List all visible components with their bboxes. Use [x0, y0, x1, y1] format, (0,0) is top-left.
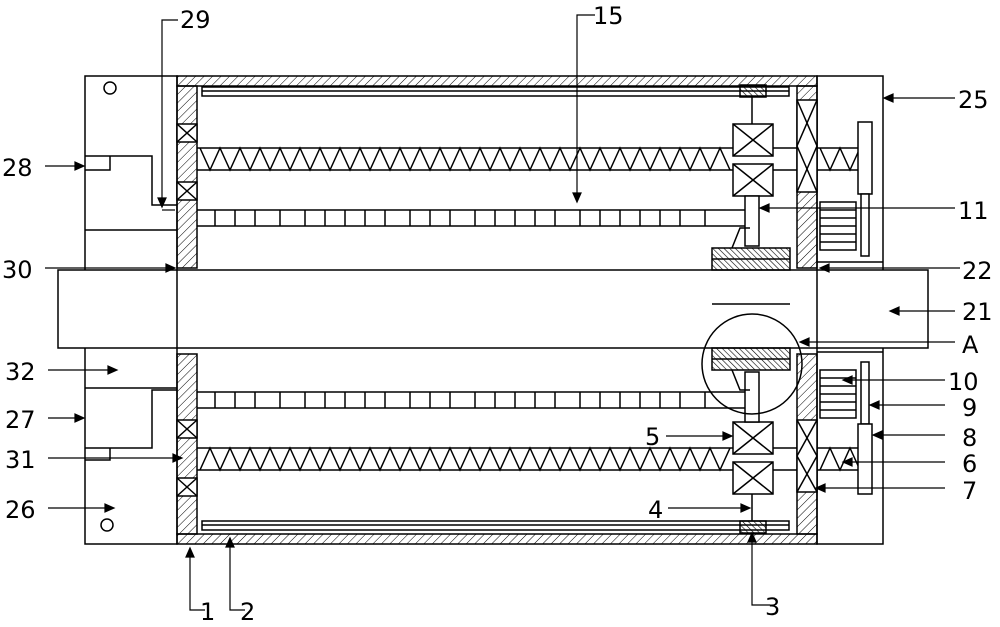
drawing-body	[45, 14, 960, 611]
label-4: 4	[648, 496, 663, 524]
label-8: 8	[962, 424, 977, 452]
upper-clamp-link	[731, 227, 750, 249]
left-hole-top	[103, 81, 117, 95]
label-21: 21	[962, 298, 993, 326]
label-27: 27	[5, 406, 36, 434]
left-upper-drive-block	[85, 155, 177, 206]
housing-bottom-wall	[176, 533, 818, 545]
label-22: 22	[962, 257, 993, 285]
label-30: 30	[2, 256, 33, 284]
lower-brush-rod	[197, 391, 745, 409]
lower-screw-thread	[199, 446, 731, 472]
label-29: 29	[180, 6, 211, 34]
label-6: 6	[962, 450, 977, 478]
left-upper-drive-notch	[85, 156, 111, 171]
label-31: 31	[5, 446, 36, 474]
left-wall-bearings	[176, 123, 198, 497]
right-lower-gear-assembly	[819, 361, 873, 495]
housing-top-wall	[176, 75, 818, 87]
left-hole-bottom	[100, 518, 114, 532]
left-lower-drive-notch	[85, 448, 111, 461]
housing-left-wall-lower	[176, 353, 198, 535]
upper-screw-thread-right	[819, 146, 861, 172]
upper-screw-thread	[199, 146, 731, 172]
upper-strut	[744, 195, 760, 247]
label-10: 10	[948, 368, 979, 396]
upper-brush-rod	[197, 209, 745, 227]
label-5: 5	[645, 423, 660, 451]
label-2: 2	[240, 598, 255, 623]
label-28: 28	[2, 154, 33, 182]
left-lower-drive-block	[85, 389, 177, 449]
upper-slider-block	[739, 84, 767, 98]
center-tube	[57, 269, 929, 349]
housing-left-wall-upper	[176, 85, 198, 269]
lower-strut	[744, 371, 760, 423]
label-3: 3	[765, 593, 780, 621]
right-wall-bearings	[796, 99, 818, 493]
label-a: A	[962, 331, 979, 359]
label-32: 32	[5, 358, 36, 386]
label-9: 9	[962, 394, 977, 422]
lower-screw-thread-right	[819, 446, 861, 472]
lower-nut-blocks	[732, 421, 774, 495]
right-upper-gear-assembly	[819, 121, 873, 257]
leader-lines	[45, 14, 960, 611]
lower-slider-block	[739, 520, 767, 534]
label-26: 26	[5, 496, 36, 524]
upper-nut-blocks	[732, 123, 774, 197]
label-25: 25	[958, 86, 989, 114]
label-11: 11	[958, 197, 989, 225]
label-15: 15	[593, 2, 624, 30]
detail-circle-a	[701, 313, 803, 415]
label-1: 1	[200, 598, 215, 623]
lower-clamp-link	[731, 369, 750, 391]
label-7: 7	[962, 477, 977, 505]
